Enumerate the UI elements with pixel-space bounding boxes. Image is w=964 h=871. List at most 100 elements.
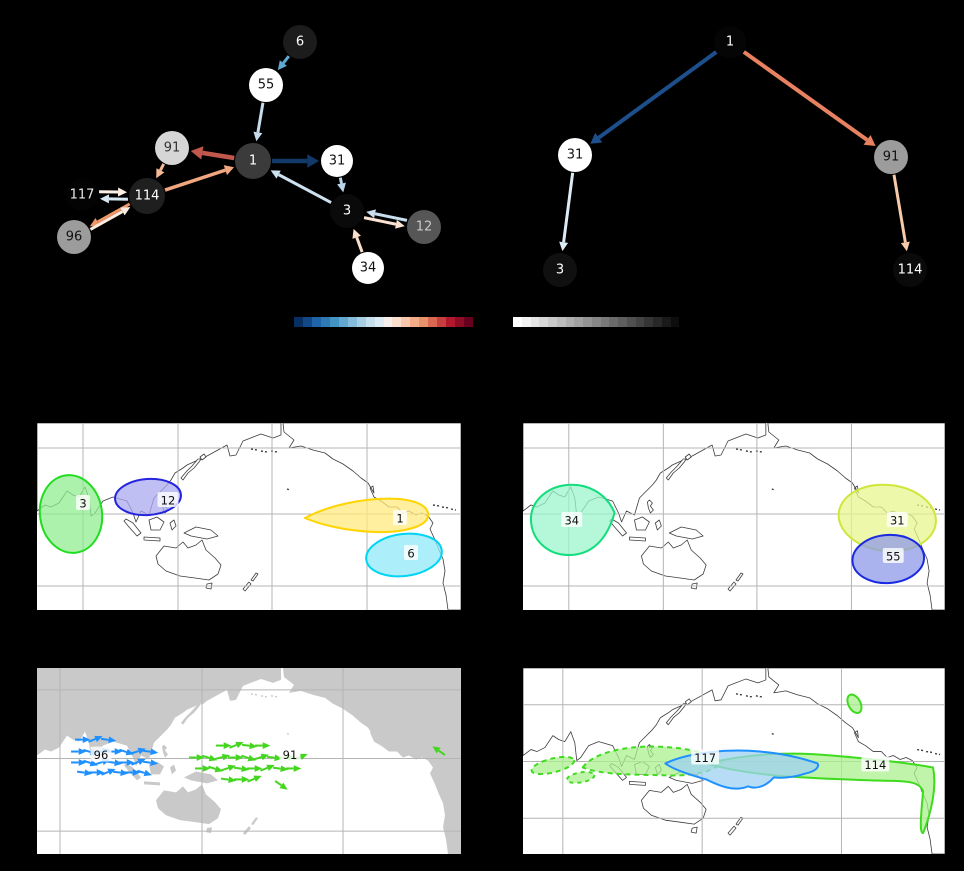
map-island-8 bbox=[206, 827, 212, 834]
quiver-arrow-head bbox=[432, 746, 441, 754]
edge-weight-colorbar bbox=[294, 317, 474, 327]
colorbar-segment-11 bbox=[609, 317, 618, 327]
graph-node-1 bbox=[714, 26, 746, 58]
map-label-box-96 bbox=[90, 746, 112, 762]
graph-edge-3-1 bbox=[277, 173, 332, 204]
map-island-chain-5 bbox=[450, 508, 457, 511]
map-island-5 bbox=[629, 780, 646, 786]
quiver-arrow bbox=[195, 765, 211, 772]
graph-edge-1-91 bbox=[201, 150, 235, 161]
quiver-arrow-head bbox=[227, 764, 236, 772]
map-label-31: 31 bbox=[890, 513, 905, 527]
quiver-arrow-head bbox=[223, 742, 232, 749]
map-island-chain-3 bbox=[917, 748, 924, 752]
map-label-1: 1 bbox=[396, 512, 403, 526]
graph-edge-91-114 bbox=[892, 174, 907, 243]
quiver-arrow-shaft bbox=[272, 766, 281, 770]
quiver-arrow-head bbox=[235, 754, 244, 761]
graph-edge-head-114-117 bbox=[99, 194, 110, 204]
quiver-arrow bbox=[71, 759, 87, 766]
quiver-arrow-shaft bbox=[142, 760, 151, 764]
quiver-arrow-head bbox=[279, 782, 288, 790]
quiver-arrow-head bbox=[94, 735, 103, 743]
colorbar-segment-16 bbox=[437, 317, 447, 327]
graph-node-31 bbox=[558, 138, 592, 172]
quiver-arrow-head bbox=[260, 753, 269, 761]
quiver-arrow-head bbox=[126, 759, 135, 766]
graph-edge-head-3-1 bbox=[270, 170, 281, 179]
quiver-arrow-head bbox=[84, 769, 93, 777]
graph-node-label-55: 55 bbox=[258, 78, 275, 93]
quiver-arrow-head bbox=[235, 741, 244, 749]
map-label-117: 117 bbox=[694, 751, 716, 765]
graph-edge-head-31-3 bbox=[559, 241, 569, 252]
colorbar-segment-17 bbox=[661, 317, 671, 327]
graph-node-label-96: 96 bbox=[66, 230, 83, 245]
quiver-arrow-head bbox=[114, 759, 123, 767]
quiver-arrow bbox=[119, 759, 135, 766]
graph-node-label-31: 31 bbox=[567, 148, 584, 163]
quiver-lone-arrow-1 bbox=[274, 780, 288, 790]
map-island-chain-0 bbox=[250, 448, 258, 451]
quiver-arrow-shaft bbox=[208, 765, 216, 770]
map-island-chain-4 bbox=[441, 506, 450, 509]
colorbar-segment-6 bbox=[565, 317, 575, 327]
quiver-arrow-head bbox=[82, 736, 91, 743]
map-island-chain-5 bbox=[934, 508, 941, 511]
quiver-arrow-head bbox=[266, 764, 275, 771]
quiver-arrow-shaft bbox=[83, 759, 91, 764]
map-island-chain-1 bbox=[745, 450, 753, 453]
graph-edge-1-31 bbox=[597, 50, 718, 140]
quiver-arrow-shaft bbox=[438, 749, 446, 756]
quiver-cluster-91 bbox=[189, 741, 308, 783]
map-island-5 bbox=[144, 781, 160, 786]
map-label-12: 12 bbox=[161, 494, 176, 508]
quiver-arrow-head bbox=[208, 754, 217, 762]
quiver-arrow-shaft bbox=[95, 761, 103, 766]
map-region-3 bbox=[38, 474, 104, 554]
graph-node-label-12: 12 bbox=[416, 220, 433, 235]
map-label-34: 34 bbox=[564, 513, 579, 527]
graph-node-55 bbox=[249, 68, 283, 102]
colorbar-segment-12 bbox=[618, 317, 627, 327]
map-island-6 bbox=[169, 519, 177, 531]
quiver-arrow-shaft bbox=[112, 770, 121, 774]
map-label-box-55 bbox=[882, 548, 904, 563]
colorbar-segment-5 bbox=[556, 317, 566, 327]
map-island-7 bbox=[184, 771, 218, 784]
quiver-arrow-head bbox=[202, 765, 211, 772]
quiver-arrow-head bbox=[241, 765, 250, 773]
quiver-arrow bbox=[247, 765, 263, 772]
graph-edge-91-114 bbox=[159, 163, 166, 171]
colorbar-segment-14 bbox=[635, 317, 645, 327]
graph-node-31 bbox=[321, 145, 353, 177]
map-island-1 bbox=[684, 698, 692, 706]
quiver-arrow-head bbox=[254, 765, 263, 772]
colorbar-segment-14 bbox=[419, 317, 429, 327]
graph-edge-96-114 bbox=[89, 210, 124, 231]
map-label-box-6 bbox=[404, 545, 418, 560]
map-island-1 bbox=[199, 453, 207, 461]
graph-edge-head-91-114 bbox=[900, 241, 910, 252]
graph-node-label-114: 114 bbox=[898, 263, 923, 278]
graph-node-label-3: 3 bbox=[556, 263, 564, 278]
colorbar-segment-1 bbox=[521, 317, 531, 327]
quiver-arrow bbox=[266, 754, 283, 762]
graph-node-label-114: 114 bbox=[135, 189, 160, 204]
quiver-arrow bbox=[272, 765, 289, 773]
graph-node-117 bbox=[66, 179, 98, 211]
graph-edge-12-3 bbox=[374, 212, 408, 222]
quiver-arrow-shaft bbox=[131, 750, 139, 755]
colorbar-segment-18 bbox=[455, 317, 465, 327]
quiver-lone-arrow-0 bbox=[432, 746, 446, 756]
quiver-arrow bbox=[233, 765, 250, 773]
map-island-chain-3 bbox=[432, 504, 440, 507]
colorbar-segment-3 bbox=[539, 317, 548, 327]
quiver-arrow-shaft bbox=[88, 738, 96, 743]
quiver-arrow bbox=[101, 768, 116, 776]
colorbar-segment-10 bbox=[383, 317, 393, 327]
quiver-arrow bbox=[286, 765, 302, 772]
quiver-arrow bbox=[75, 736, 91, 743]
